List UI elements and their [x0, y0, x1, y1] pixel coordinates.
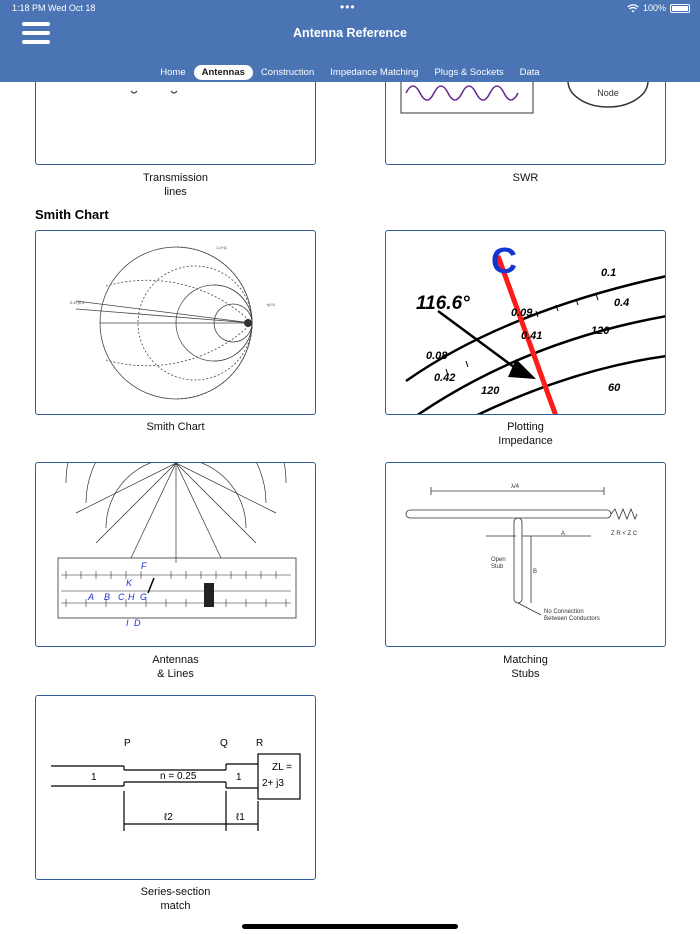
tab-impedance-matching[interactable]: Impedance Matching [330, 66, 419, 78]
antennas-lines-figure: A B C H G K F I D [57, 463, 297, 628]
transmission-lines-figure [130, 90, 178, 94]
plot-scale-label: 120 [591, 325, 610, 337]
plot-scale-label: 0.42 [434, 372, 455, 384]
series-section-figure: P Q R n = 0.25 1 1 ZL = 2+ j3 ℓ2 ℓ1 [51, 738, 301, 831]
series-n: n = 0.25 [160, 771, 197, 782]
stub-zr: Z R < Z C [611, 531, 638, 537]
al-letter: A [87, 592, 94, 602]
card-series-section[interactable]: P Q R n = 0.25 1 1 ZL = 2+ j3 ℓ2 ℓ1 [35, 695, 316, 880]
battery-icon [670, 3, 690, 13]
card-transmission-lines[interactable] [35, 82, 316, 165]
plot-scale-label: 0.08 [426, 350, 448, 362]
series-l1: ℓ1 [236, 812, 245, 823]
plot-scale-label: 120 [481, 385, 500, 397]
card-smith-chart[interactable]: 1.0+j1 0.4+j0.5 +j0.5 [35, 230, 316, 415]
al-letter: B [104, 592, 110, 602]
app-header: 1:18 PM Wed Oct 18 ••• 100% Antenna Refe… [0, 0, 700, 82]
series-l2: ℓ2 [164, 812, 173, 823]
plot-angle: 116.6° [416, 293, 470, 314]
plot-scale-label: 0.1 [601, 267, 616, 279]
multitask-dots-icon[interactable]: ••• [340, 0, 356, 14]
caption-series-section: Series-section match [140, 886, 211, 912]
series-q: Q [220, 738, 228, 749]
hamburger-menu-icon[interactable] [22, 22, 50, 44]
al-letter: F [141, 561, 147, 571]
stub-lambda: λ/4 [511, 484, 520, 490]
al-letter: K [126, 578, 133, 588]
plot-scale-label: 60 [608, 382, 621, 394]
card-plotting-impedance[interactable]: C 116.6° 0.1 0.4 0.09 0.41 120 0.08 0.42… [385, 230, 666, 415]
series-p: P [124, 738, 131, 749]
al-letter: G [140, 592, 147, 602]
series-zl: ZL = [272, 762, 292, 773]
content-scroll[interactable]: Transmission lines Node SWR Smith Chart [0, 82, 700, 934]
series-r: R [256, 738, 263, 749]
swr-node-label: Node [597, 88, 619, 98]
plot-scale-label: 0.09 [511, 307, 533, 319]
caption-antennas-lines: Antennas & Lines [152, 654, 199, 680]
section-title-smith-chart: Smith Chart [35, 207, 109, 222]
tab-plugs-sockets[interactable]: Plugs & Sockets [434, 66, 504, 78]
home-indicator [242, 924, 458, 929]
stub-a: A [561, 531, 565, 537]
smith-chart-figure: 1.0+j1 0.4+j0.5 +j0.5 [70, 245, 276, 400]
al-letter: H [128, 592, 135, 602]
series-one-right: 1 [236, 772, 242, 783]
swr-figure: Node [400, 82, 649, 114]
app-title: Antenna Reference [293, 26, 407, 40]
svg-text:0.4+j0.5: 0.4+j0.5 [70, 300, 85, 305]
caption-transmission-lines: Transmission lines [143, 172, 208, 198]
tab-home[interactable]: Home [160, 66, 186, 78]
svg-text:+j0.5: +j0.5 [266, 302, 276, 307]
al-letter: C [118, 592, 125, 602]
caption-plotting-impedance: Plotting Impedance [498, 421, 553, 447]
plot-scale-label: 0.41 [521, 330, 542, 342]
status-right: 100% [627, 3, 690, 13]
caption-matching-stubs: Matching Stubs [503, 654, 548, 680]
tab-antennas[interactable]: Antennas [193, 64, 253, 80]
al-letter: I [126, 618, 129, 628]
plotting-impedance-figure: C 116.6° 0.1 0.4 0.09 0.41 120 0.08 0.42… [405, 240, 665, 414]
status-date: Wed Oct 18 [48, 3, 96, 13]
battery-percent: 100% [642, 3, 666, 13]
svg-text:1.0+j1: 1.0+j1 [216, 245, 228, 250]
status-bar: 1:18 PM Wed Oct 18 ••• 100% [0, 0, 700, 18]
card-antennas-lines[interactable]: A B C H G K F I D [35, 462, 316, 647]
series-zval: 2+ j3 [262, 778, 284, 789]
plot-letter: C [491, 240, 517, 281]
card-swr[interactable]: Node [385, 82, 666, 165]
wifi-icon [627, 3, 639, 12]
caption-smith-chart: Smith Chart [146, 421, 205, 433]
tab-construction[interactable]: Construction [260, 66, 315, 78]
status-time: 1:18 PM [12, 3, 46, 13]
al-letter: D [134, 618, 141, 628]
series-one-left: 1 [91, 772, 97, 783]
caption-swr: SWR [512, 172, 539, 184]
tab-bar: Home Antennas Construction Impedance Mat… [0, 62, 700, 82]
tab-data[interactable]: Data [519, 66, 540, 78]
stub-b: B [533, 569, 537, 575]
plot-scale-label: 0.4 [614, 297, 629, 309]
